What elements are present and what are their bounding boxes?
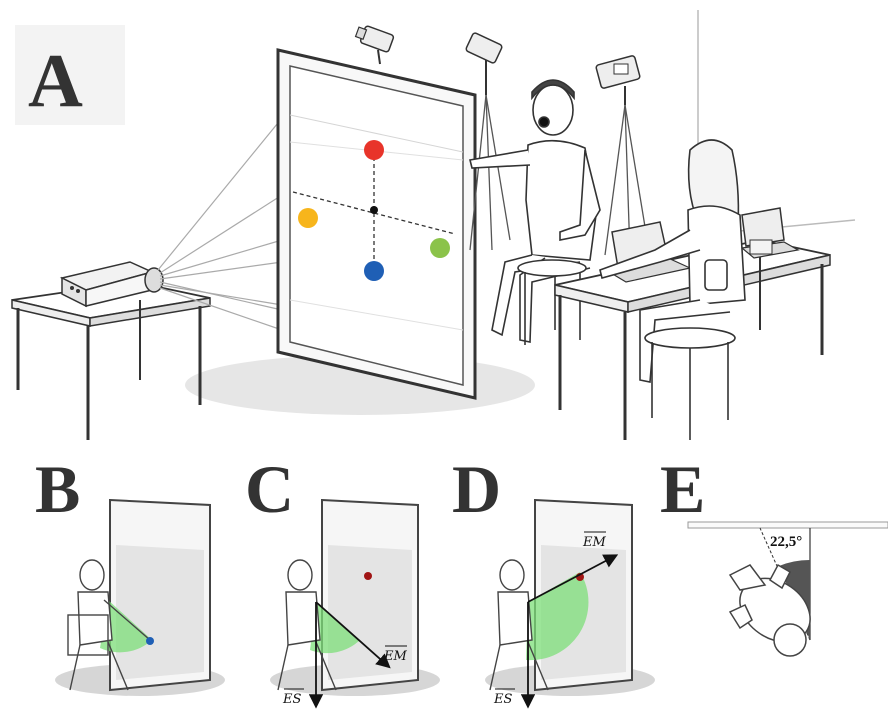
camera-right-icon — [596, 55, 648, 255]
screen-edge-top-view — [688, 522, 888, 528]
screen-b-lower — [116, 545, 204, 680]
target-dot-c — [364, 572, 372, 580]
panel-a-letter: A — [28, 39, 83, 123]
label-es-d: ES — [493, 692, 512, 707]
fixation-point — [370, 206, 378, 214]
panel-e-letter: E — [660, 451, 705, 527]
panel-c-letter: C — [245, 451, 294, 527]
panel-e: E 22,5° — [660, 451, 888, 656]
panel-b: B — [35, 451, 225, 696]
label-em-d: EM — [582, 535, 606, 550]
camera-left-icon — [356, 25, 395, 64]
projector-table — [12, 282, 210, 440]
label-em-c: EM — [383, 649, 407, 664]
angle-label: 22,5° — [770, 534, 802, 550]
target-blue — [364, 261, 384, 281]
panel-b-letter: B — [35, 451, 80, 527]
panel-d: D ES EM — [452, 451, 655, 707]
target-yellow — [298, 208, 318, 228]
panel-a: A — [12, 10, 855, 440]
panel-c: C ES EM — [245, 451, 440, 707]
target-green — [430, 238, 450, 258]
panel-d-letter: D — [452, 451, 501, 527]
head-marker — [539, 117, 549, 127]
laptop-small-icon — [742, 208, 798, 258]
target-red — [364, 140, 384, 160]
target-dot-b — [146, 637, 154, 645]
label-es-c: ES — [282, 692, 301, 707]
